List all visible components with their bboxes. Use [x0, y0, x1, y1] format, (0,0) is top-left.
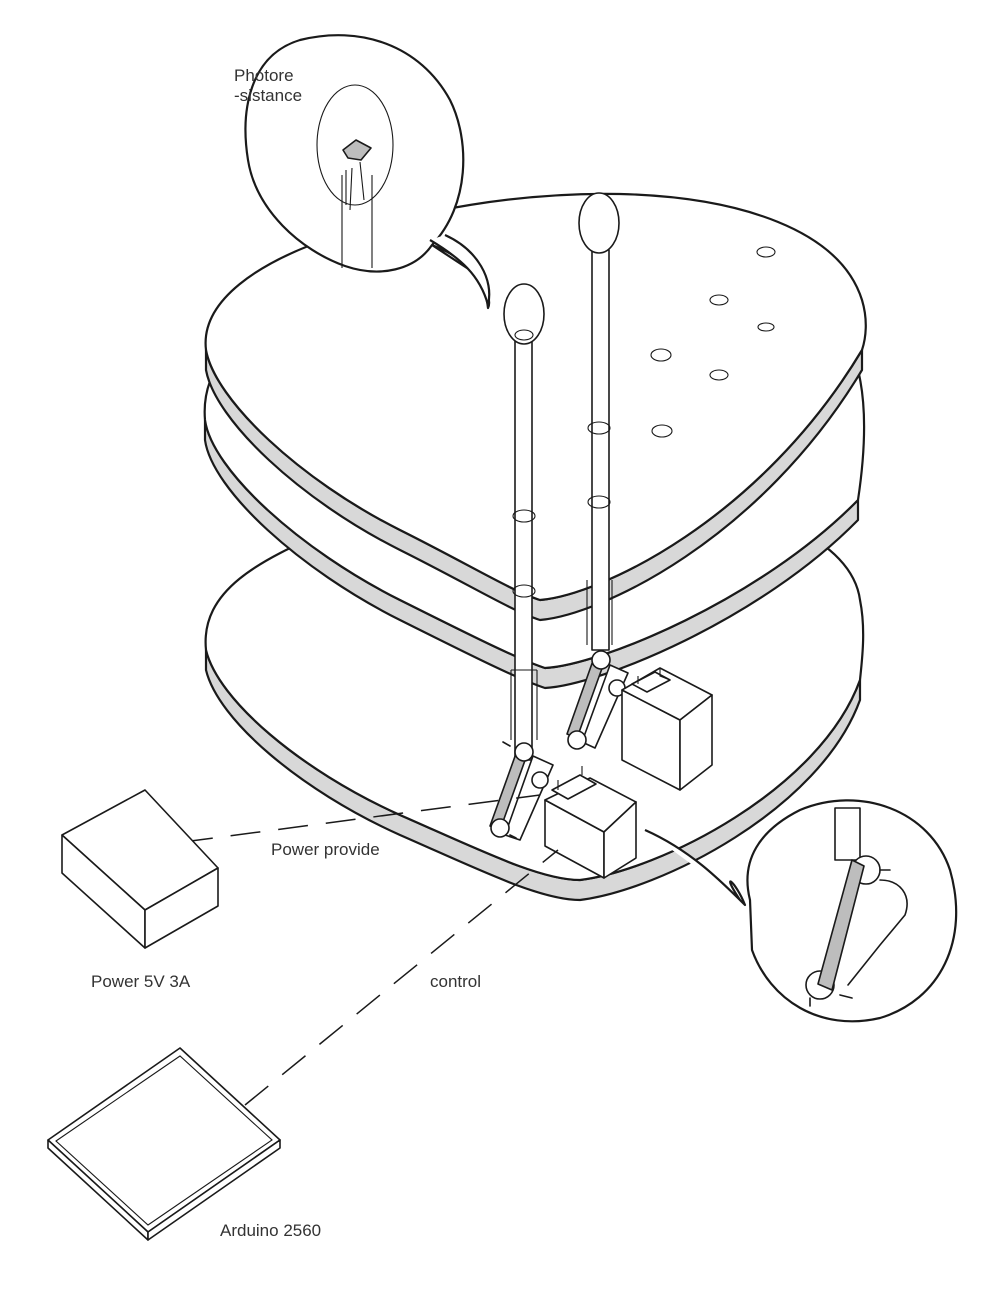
control-label: control [430, 972, 482, 991]
top-shelf [204, 192, 867, 622]
control-cable-line [244, 849, 559, 1106]
servo-rear [621, 667, 713, 791]
power-cable-line [182, 794, 541, 843]
arduino-label: Arduino 2560 [220, 1221, 322, 1240]
linkage-detail-callout [644, 799, 958, 1023]
power-provide-label: Power provide [271, 840, 380, 859]
power-supply-box [61, 789, 219, 949]
arduino-board [47, 1047, 281, 1241]
rod-right [578, 192, 620, 651]
photoresistor-callout [244, 34, 491, 310]
linkage-right [566, 650, 629, 750]
servo-front [544, 766, 637, 879]
power-supply-label: Power 5V 3A [91, 972, 191, 991]
linkage-left [489, 741, 554, 841]
photoresistance-label-line1: Photore -sistance [234, 66, 302, 107]
photoresistance-label: Photore -sistance [234, 66, 303, 106]
